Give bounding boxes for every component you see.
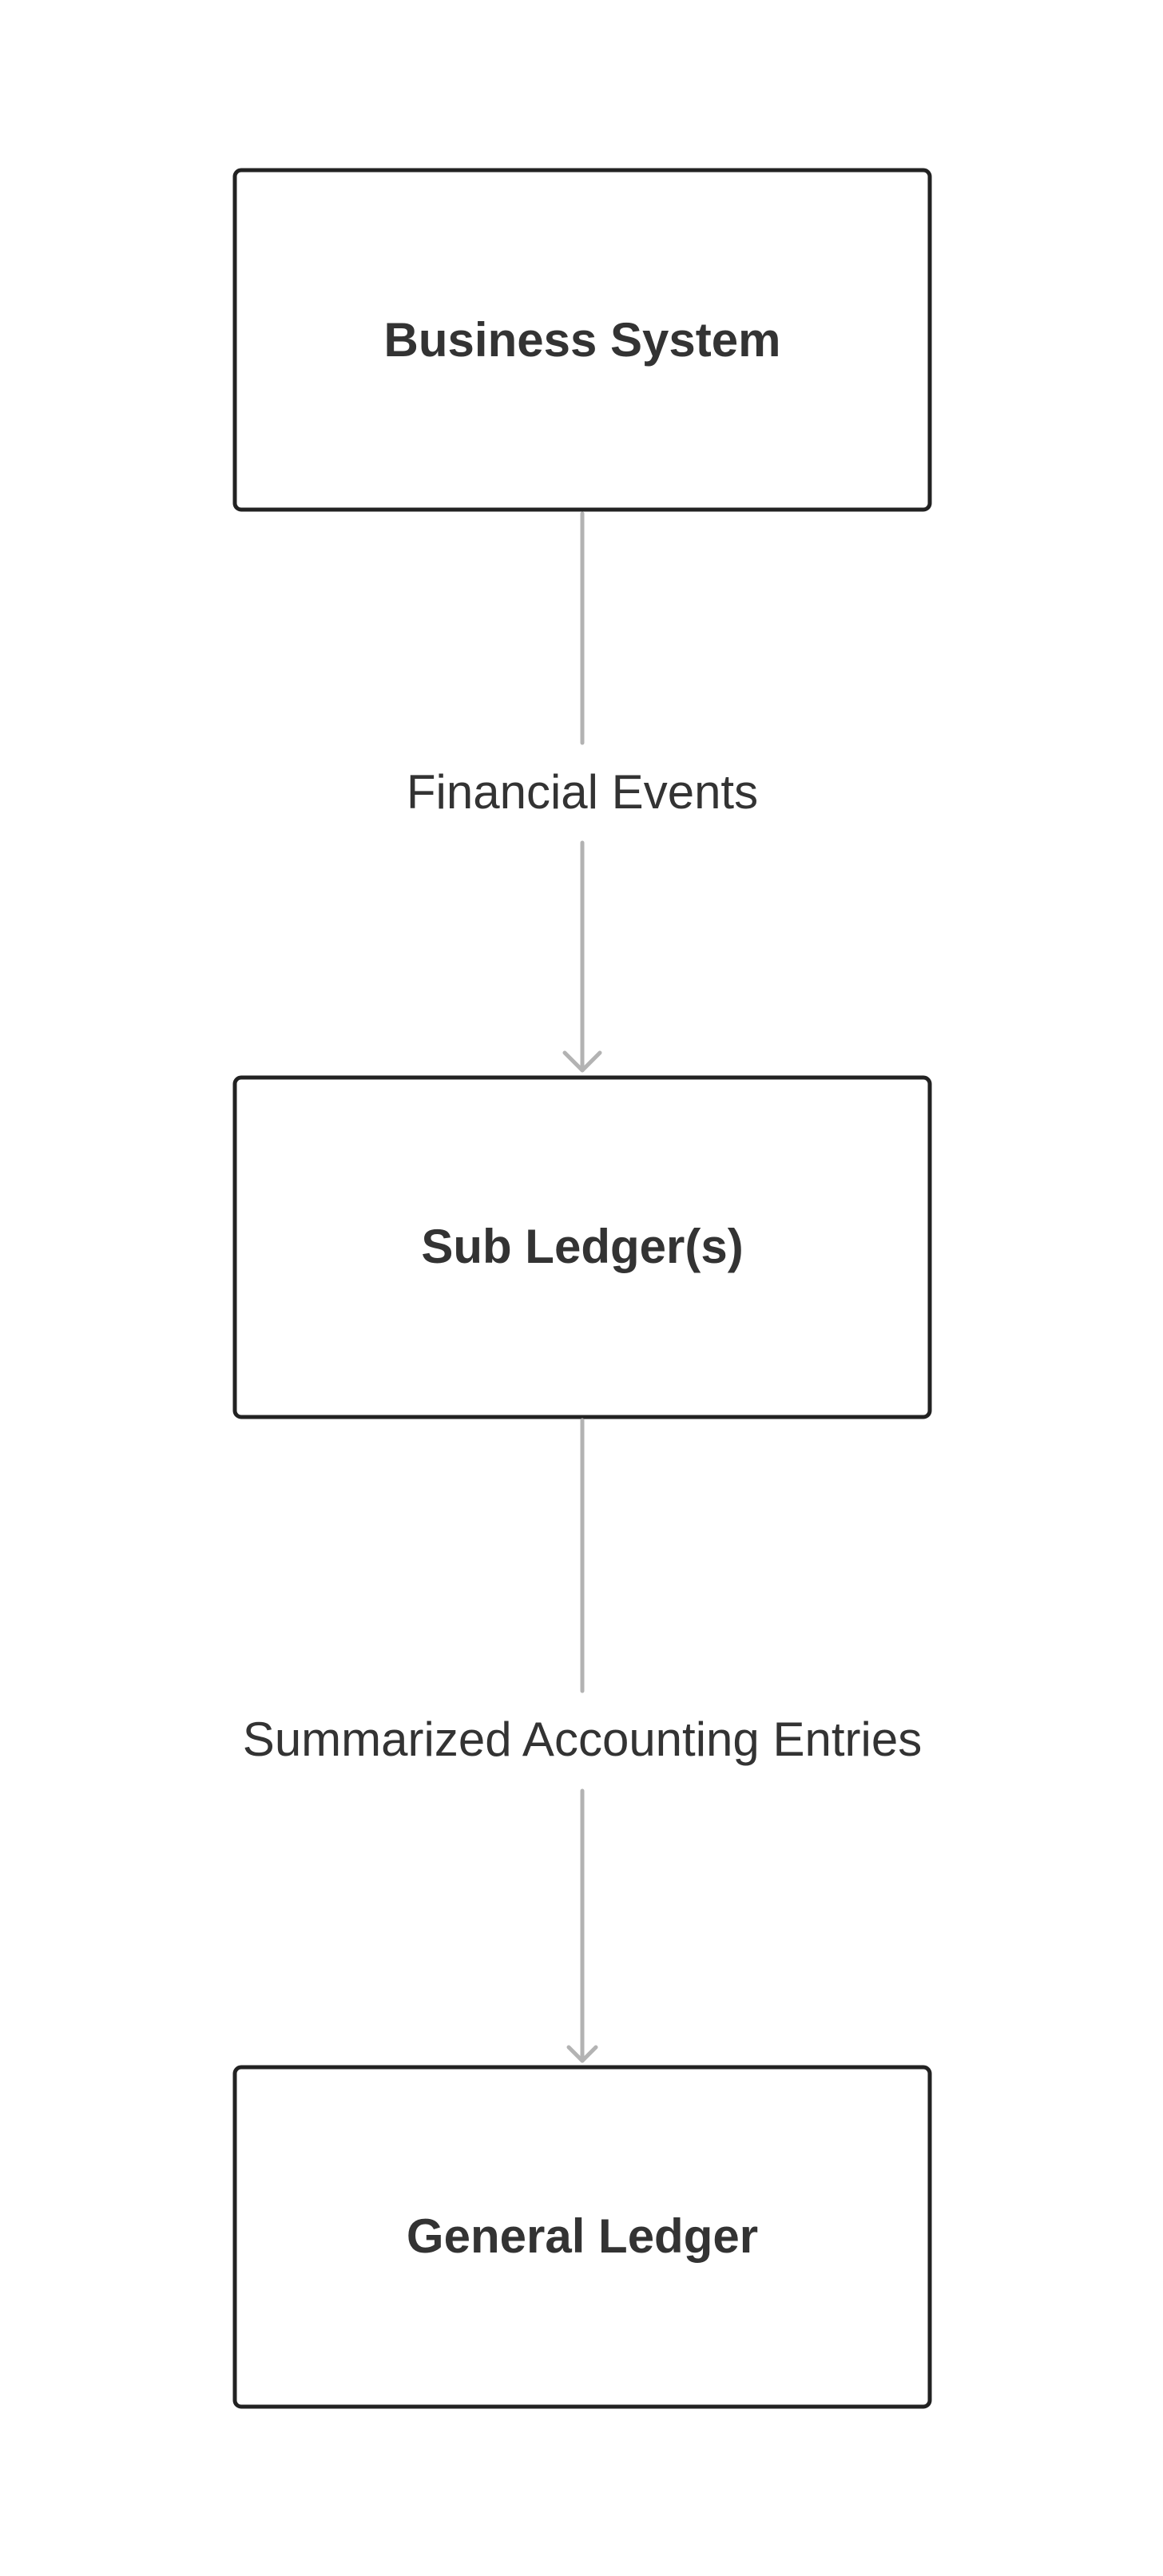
edge-financial-events: Financial Events — [407, 511, 758, 1073]
node-general-ledger: General Ledger — [232, 2065, 932, 2409]
edge-summarized-accounting-entries: Summarized Accounting Entries — [243, 1418, 922, 2063]
node-business-system-box — [232, 168, 932, 512]
node-sub-ledgers-label: Sub Ledger(s) — [421, 1220, 743, 1273]
node-business-system: Business System — [232, 168, 932, 512]
edge-summarized-entries-arrowhead — [566, 2045, 598, 2063]
node-sub-ledgers-box — [232, 1075, 932, 1419]
edge-financial-events-arrowhead — [562, 1050, 602, 1073]
edge-financial-events-label: Financial Events — [407, 765, 758, 819]
node-general-ledger-box — [232, 2065, 932, 2409]
node-sub-ledgers: Sub Ledger(s) — [232, 1075, 932, 1419]
node-business-system-label: Business System — [384, 313, 781, 367]
edge-summarized-entries-label: Summarized Accounting Entries — [243, 1713, 922, 1766]
node-general-ledger-label: General Ledger — [407, 2209, 758, 2263]
